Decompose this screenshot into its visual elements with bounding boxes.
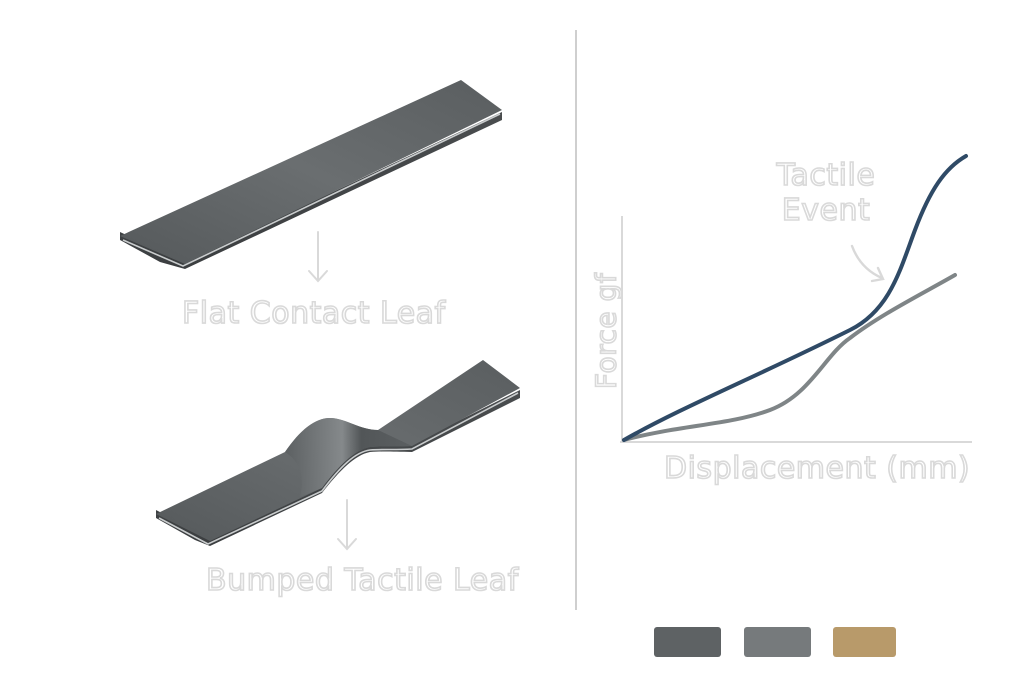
flat-leaf-side: [120, 112, 502, 269]
color-swatch-dark: [654, 627, 721, 657]
tactile-event-annotation: Tactile Event: [776, 157, 876, 229]
flat-leaf-edge-highlight: [122, 113, 501, 267]
annotation-arrow-icon: [850, 244, 885, 283]
down-arrow-icon: [337, 499, 357, 551]
y-axis-label: Force gf: [589, 272, 624, 390]
flat-leaf-top: [120, 80, 502, 264]
annotation-line-2: Event: [781, 192, 871, 229]
color-swatch-gold: [833, 627, 896, 657]
bumped-leaf-label: Bumped Tactile Leaf: [205, 562, 519, 599]
bumped-leaf-bump-shading: [285, 418, 412, 497]
bumped-leaf-edge-highlight: [158, 392, 519, 545]
annotation-line-1: Tactile: [776, 157, 876, 194]
down-arrow-icon: [308, 231, 328, 283]
flat-leaf-illustration: [120, 80, 502, 269]
bumped-leaf-illustration: [156, 360, 520, 546]
x-axis-label: Displacement (mm): [663, 450, 971, 487]
gray-force-curve: [622, 273, 957, 442]
color-swatch-gray: [744, 627, 811, 657]
navy-force-curve: [622, 154, 968, 442]
flat-leaf-label: Flat Contact Leaf: [181, 295, 446, 332]
graph-axes: [620, 216, 972, 443]
